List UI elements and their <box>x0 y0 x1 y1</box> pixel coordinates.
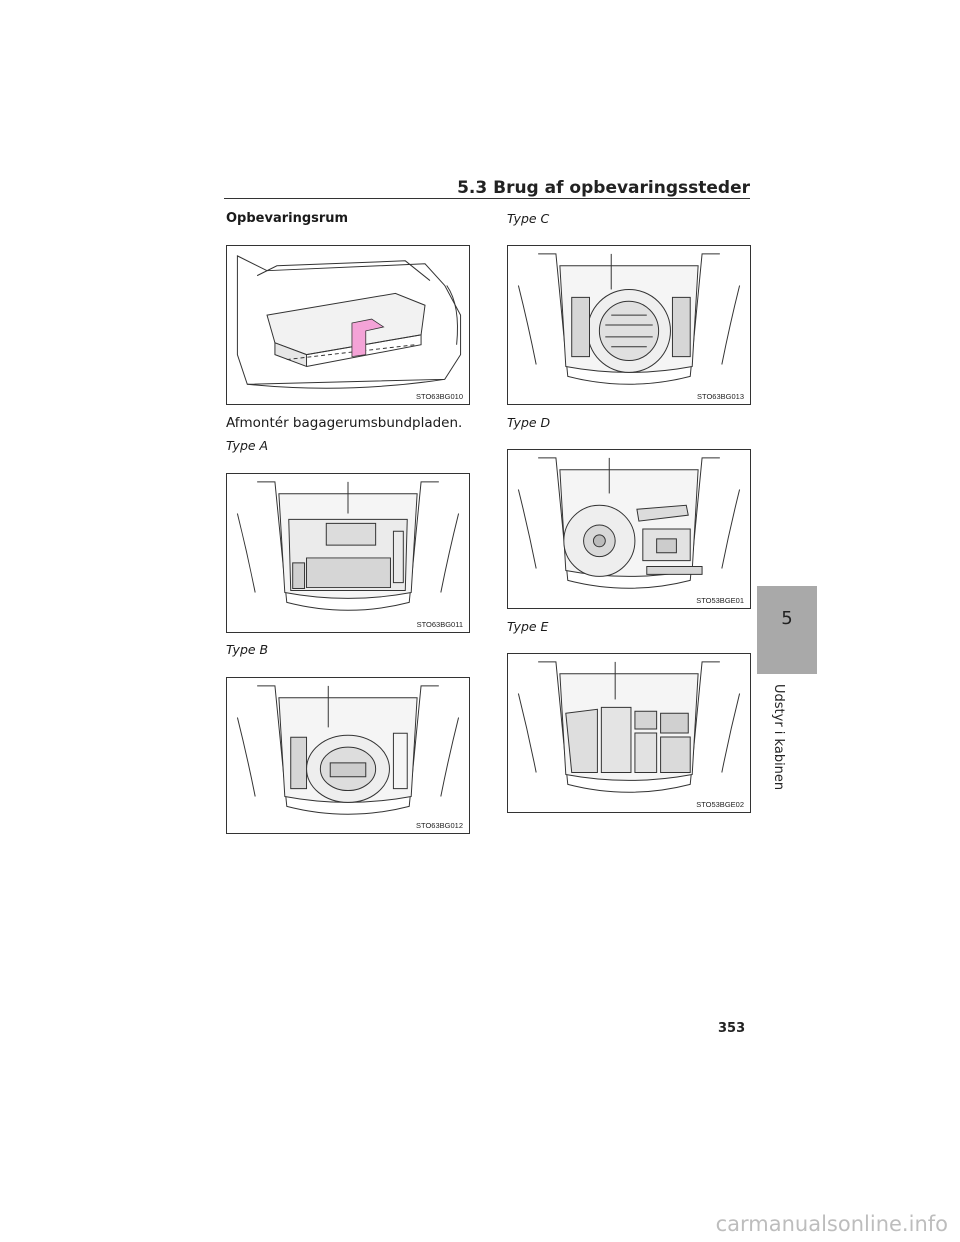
figure-type-a: STO63BG011 <box>226 473 470 633</box>
figure-type-c: STO63BG013 <box>507 245 751 405</box>
type-b-illustration <box>236 685 460 815</box>
header-rule <box>224 198 750 199</box>
trunk-floor-board-illustration <box>236 255 462 389</box>
chapter-title-vertical: Udstyr i kabinen <box>770 684 790 804</box>
chapter-number: 5 <box>781 608 793 629</box>
type-e-label: Type E <box>507 619 549 634</box>
figure-code: STO63BG012 <box>416 821 463 830</box>
page-header-title: 5.3 Brug af opbevaringssteder <box>457 178 750 198</box>
type-c-illustration <box>517 253 741 385</box>
type-b-label: Type B <box>226 642 269 657</box>
watermark: carmanualsonline.info <box>715 1212 948 1236</box>
figure-code: STO63BG011 <box>416 620 463 629</box>
type-a-label: Type A <box>226 438 269 453</box>
chapter-tab <box>757 586 817 674</box>
type-d-label: Type D <box>507 415 551 430</box>
type-c-label: Type C <box>507 211 550 226</box>
figure-trunk-floor-board: STO63BG010 <box>226 245 470 405</box>
type-e-illustration <box>517 661 741 793</box>
instruction-text: Afmontér bagagerumsbundpladen. <box>226 415 463 431</box>
type-d-illustration <box>517 457 741 589</box>
figure-code: STO53BGE02 <box>696 800 744 809</box>
section-heading: Opbevaringsrum <box>226 211 349 226</box>
figure-type-e: STO53BGE02 <box>507 653 751 813</box>
type-a-illustration <box>236 481 460 611</box>
figure-code: STO63BG010 <box>416 392 463 401</box>
chapter-title: Udstyr i kabinen <box>771 684 786 791</box>
figure-type-b: STO63BG012 <box>226 677 470 834</box>
figure-type-d: STO53BGE01 <box>507 449 751 609</box>
page-number: 353 <box>718 1021 746 1036</box>
figure-code: STO53BGE01 <box>696 596 744 605</box>
figure-code: STO63BG013 <box>697 392 744 401</box>
